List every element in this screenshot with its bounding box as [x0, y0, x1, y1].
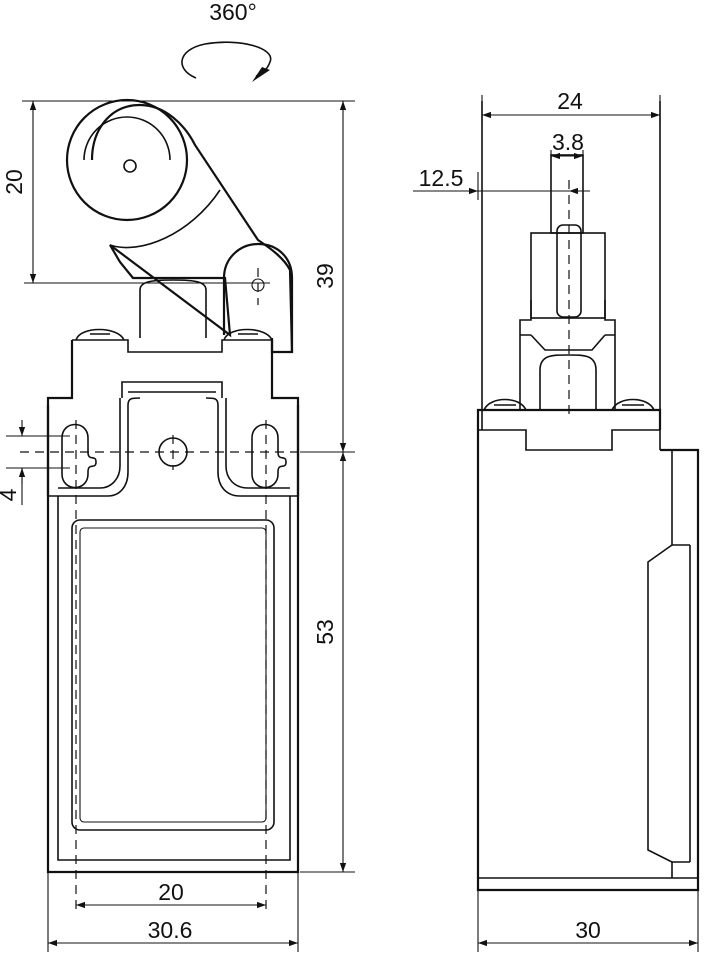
top-width-label: 24	[557, 88, 583, 114]
head-block	[46, 328, 300, 496]
roller-wheel	[65, 98, 189, 222]
mounting-slot-left	[61, 423, 97, 489]
front-dimensions: 20 39 53 4 20 30.6	[0, 100, 355, 952]
rotation-label: 360°	[209, 0, 257, 25]
plunger-width-label: 3.8	[552, 129, 584, 155]
front-view	[20, 98, 300, 915]
rotation-arrow-icon	[181, 41, 272, 82]
side-body	[476, 430, 700, 892]
side-dimensions: 24 3.8 12.5 30	[413, 88, 699, 952]
body-width-label: 30.6	[148, 917, 193, 943]
hole-spacing-label: 20	[158, 879, 184, 905]
roller-height-label: 20	[1, 169, 27, 195]
side-plunger	[519, 154, 616, 410]
offset-label: 12.5	[419, 165, 464, 191]
body-depth-label: 30	[575, 917, 601, 943]
switch-body	[46, 397, 300, 874]
upper-height-label: 39	[312, 263, 338, 289]
slot-width-label: 4	[0, 488, 21, 501]
side-view	[476, 101, 700, 892]
lever-arm	[90, 103, 294, 354]
lever-hub	[222, 242, 294, 352]
body-height-label: 53	[312, 619, 338, 645]
mounting-slot-right	[251, 423, 287, 489]
